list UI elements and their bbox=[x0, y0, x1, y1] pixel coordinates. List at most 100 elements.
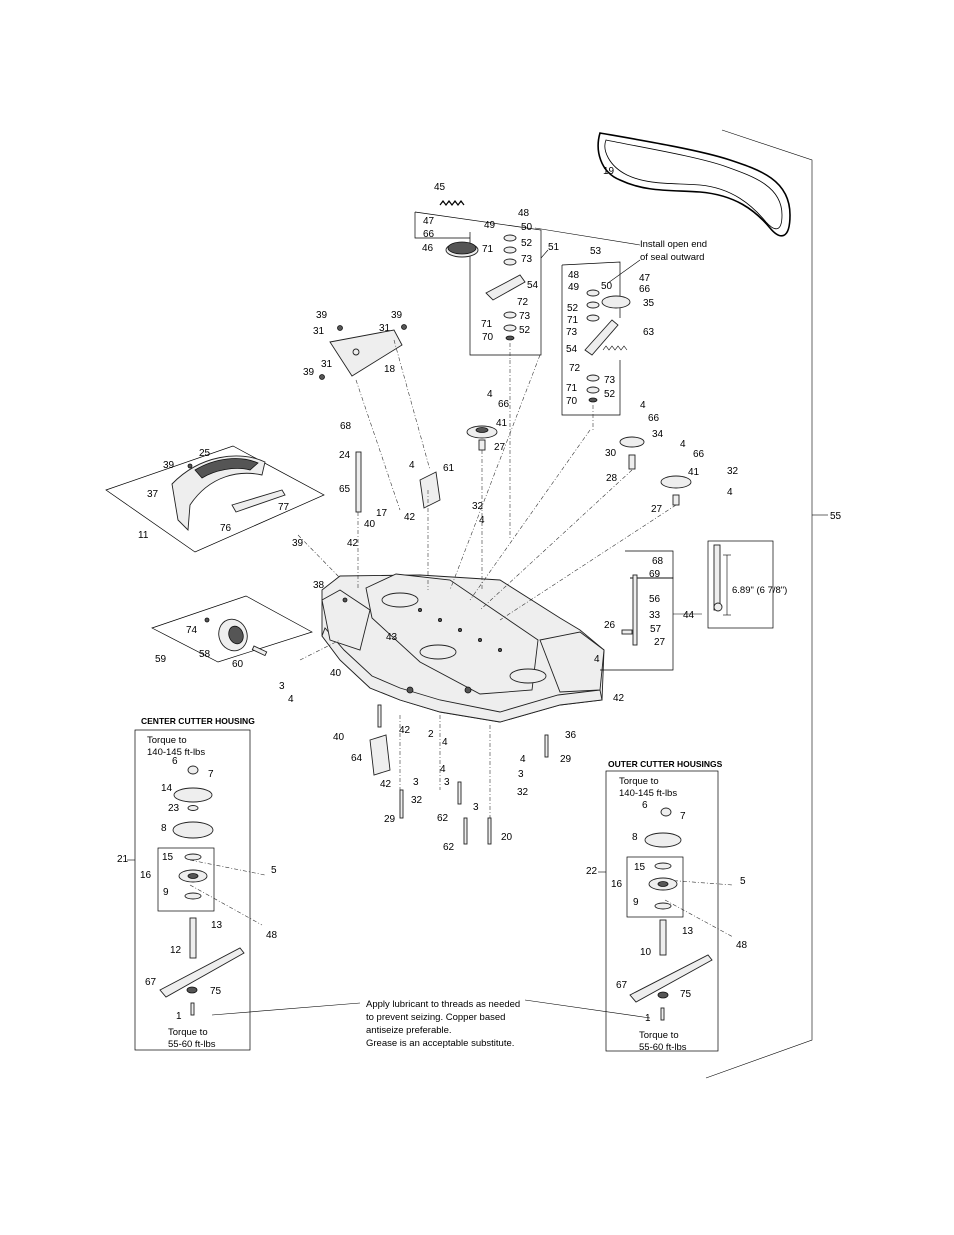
callout: 68 bbox=[340, 421, 352, 432]
callout: 77 bbox=[278, 502, 290, 513]
callout: 76 bbox=[220, 523, 232, 534]
callout: 3 bbox=[279, 681, 285, 692]
callout: 45 bbox=[434, 182, 446, 193]
callout: 1 bbox=[645, 1013, 651, 1024]
callout: 51 bbox=[548, 242, 560, 253]
callout: 75 bbox=[210, 986, 222, 997]
callout: 24 bbox=[339, 450, 351, 461]
callout: 4 bbox=[520, 754, 526, 765]
seal-note-line1: Install open end bbox=[640, 239, 707, 250]
callout: 46 bbox=[422, 243, 434, 254]
callout: 8 bbox=[632, 832, 638, 843]
callout: 48 bbox=[518, 208, 530, 219]
pulley-34 bbox=[619, 436, 645, 470]
callout: 49 bbox=[484, 220, 496, 231]
callout: 60 bbox=[232, 659, 244, 670]
lubricant-note-line1: Apply lubricant to threads as needed bbox=[366, 999, 520, 1010]
callout: 17 bbox=[376, 508, 388, 519]
callout: 23 bbox=[168, 803, 180, 814]
callout: 66 bbox=[639, 284, 651, 295]
callout: 44 bbox=[683, 610, 695, 621]
assembly-lines bbox=[189, 339, 734, 938]
center-torque-value-high: 140-145 ft-lbs bbox=[147, 747, 205, 758]
callout: 5 bbox=[740, 876, 746, 887]
deck-bolts bbox=[369, 704, 549, 845]
callout: 73 bbox=[604, 375, 616, 386]
callout: 26 bbox=[604, 620, 616, 631]
callout: 47 bbox=[639, 273, 651, 284]
callout: 54 bbox=[566, 344, 578, 355]
callout: 27 bbox=[651, 504, 663, 515]
callout: 66 bbox=[498, 399, 510, 410]
callout: 7 bbox=[208, 769, 214, 780]
callout: 4 bbox=[727, 487, 733, 498]
callout: 3 bbox=[473, 802, 479, 813]
callout: 68 bbox=[652, 556, 664, 567]
callout: 2 bbox=[428, 729, 434, 740]
callout: 4 bbox=[487, 389, 493, 400]
callout: 3 bbox=[518, 769, 524, 780]
lift-assembly-44 bbox=[600, 550, 702, 671]
callout: 41 bbox=[688, 467, 700, 478]
callout: 67 bbox=[145, 977, 157, 988]
pulley-41-right bbox=[660, 475, 692, 506]
callout: 22 bbox=[586, 866, 598, 877]
spring-45 bbox=[439, 200, 465, 206]
callout: 36 bbox=[565, 730, 577, 741]
callout: 71 bbox=[481, 319, 493, 330]
callout: 13 bbox=[682, 926, 694, 937]
callout: 13 bbox=[211, 920, 223, 931]
callout: 9 bbox=[163, 887, 169, 898]
callout: 41 bbox=[496, 418, 508, 429]
callout: 52 bbox=[567, 303, 579, 314]
callout: 4 bbox=[479, 515, 485, 526]
callout: 18 bbox=[384, 364, 396, 375]
callout: 31 bbox=[321, 359, 333, 370]
outer-torque-label: Torque to bbox=[619, 776, 659, 787]
callout: 63 bbox=[643, 327, 655, 338]
callout: 33 bbox=[649, 610, 661, 621]
pulley-41-left bbox=[466, 425, 498, 451]
callout: 71 bbox=[567, 315, 579, 326]
callout: 65 bbox=[339, 484, 351, 495]
callout: 53 bbox=[590, 246, 602, 257]
assembly-bracket-55 bbox=[705, 129, 828, 1079]
center-torque-label: Torque to bbox=[147, 735, 187, 746]
callout: 39 bbox=[316, 310, 328, 321]
callout: 48 bbox=[266, 930, 278, 941]
callout: 5 bbox=[271, 865, 277, 876]
outer-torque-value-low: 55-60 ft-lbs bbox=[639, 1042, 687, 1053]
anti-scalp-wheel-assembly-59 bbox=[151, 595, 313, 663]
callout: 28 bbox=[606, 473, 618, 484]
lubricant-note-line3: antiseize preferable. bbox=[366, 1025, 452, 1036]
callout: 4 bbox=[409, 460, 415, 471]
callout: 69 bbox=[649, 569, 661, 580]
callout: 21 bbox=[117, 854, 129, 865]
callout: 15 bbox=[162, 852, 174, 863]
callout: 42 bbox=[404, 512, 416, 523]
callout: 6 bbox=[642, 800, 648, 811]
center-cutter-housing-box bbox=[127, 729, 251, 1051]
shaft-65 bbox=[355, 451, 362, 513]
callout: 40 bbox=[333, 732, 345, 743]
callout: 34 bbox=[652, 429, 664, 440]
callout: 32 bbox=[517, 787, 529, 798]
center-cutter-heading: CENTER CUTTER HOUSING bbox=[141, 716, 255, 726]
callout: 42 bbox=[380, 779, 392, 790]
callout: 40 bbox=[364, 519, 376, 530]
center-torque-label-low: Torque to bbox=[168, 1027, 208, 1038]
callout: 4 bbox=[640, 400, 646, 411]
callout: 31 bbox=[379, 323, 391, 334]
callout: 47 bbox=[423, 216, 435, 227]
callout: 62 bbox=[443, 842, 455, 853]
callout: 52 bbox=[604, 389, 616, 400]
spring-63 bbox=[602, 345, 628, 351]
idler-assembly-53 bbox=[561, 261, 631, 430]
callout: 71 bbox=[566, 383, 578, 394]
callout: 75 bbox=[680, 989, 692, 1000]
callout: 35 bbox=[643, 298, 655, 309]
callout: 58 bbox=[199, 649, 211, 660]
callout: 64 bbox=[351, 753, 363, 764]
callout: 39 bbox=[391, 310, 403, 321]
